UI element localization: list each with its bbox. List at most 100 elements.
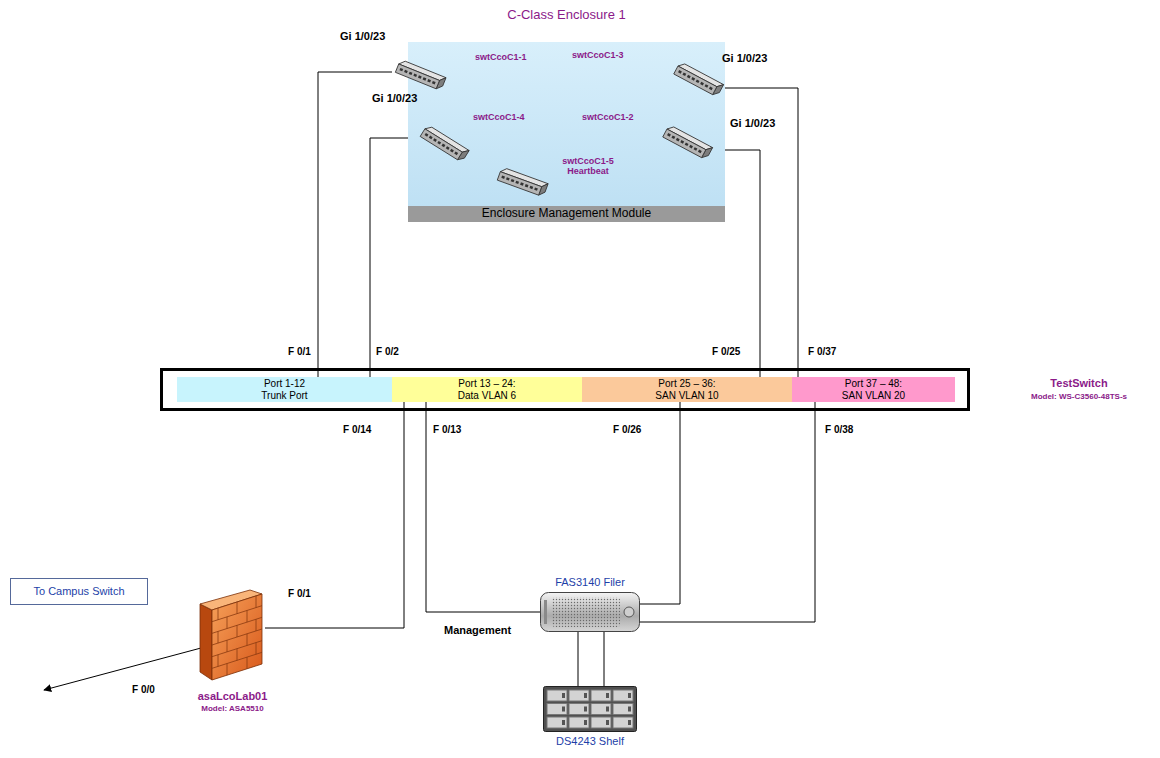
switch-name: swtCcoC1-2 — [582, 112, 634, 122]
port-group: Port 13 – 24: Data VLAN 6 — [392, 377, 582, 402]
switch-port — [423, 77, 427, 80]
link-label: Management — [444, 624, 511, 637]
switch-icon-shape — [672, 66, 720, 92]
switch-port — [694, 147, 698, 151]
switch-icon-shape — [392, 62, 444, 88]
disk-drive — [591, 690, 611, 701]
disk-drive — [613, 717, 633, 728]
drive-face — [613, 717, 633, 728]
switch-name: swtCcoC1-3 — [572, 50, 624, 60]
drive-face — [591, 704, 611, 715]
switch-port — [450, 149, 454, 153]
switch-name: swtCcoC1-5 Heartbeat — [556, 156, 620, 177]
switch-icon-shape — [497, 170, 543, 194]
switch-port — [682, 72, 686, 76]
switch-port — [442, 144, 446, 148]
disk-drive — [547, 717, 567, 728]
switch-front — [497, 172, 541, 196]
filer-badge — [624, 607, 634, 617]
port-label: Gi 1/0/23 — [730, 117, 775, 130]
brick-joint — [218, 655, 219, 667]
port-label: Gi 1/0/23 — [722, 52, 767, 65]
port-group-label: Port 13 – 24: Data VLAN 6 — [452, 378, 522, 401]
switch-port — [709, 87, 713, 91]
drive-face — [547, 690, 567, 701]
brick-joint — [227, 664, 228, 676]
switch-port — [413, 74, 417, 77]
port-group-label: Port 25 – 36: SAN VLAN 10 — [652, 378, 722, 401]
switch-port — [429, 136, 433, 140]
switch-port — [404, 70, 408, 73]
switch-port — [687, 75, 691, 79]
firewall-icon: asaLcoLab01Model: ASA5510 — [200, 590, 265, 682]
switch-icon: swtCcoC1-2 — [662, 128, 708, 156]
switch-icon: swtCcoC1-3 — [672, 66, 720, 92]
switch-port — [700, 82, 704, 86]
switch-port — [437, 141, 441, 145]
port-group-label: Port 37 – 48: SAN VLAN 20 — [839, 378, 909, 401]
switch-front — [674, 66, 717, 95]
disk-drive — [591, 704, 611, 715]
shelf-body — [544, 687, 637, 732]
firewall-icon-shape — [200, 590, 265, 682]
filer-body — [541, 593, 640, 632]
disk-drive — [613, 704, 633, 715]
switch-chassis: TestSwitchModel: WS-C3560-48TS-sPort 1-1… — [160, 368, 970, 411]
switch-front — [395, 64, 439, 89]
disk-drive — [569, 690, 589, 701]
switch-port — [425, 133, 429, 137]
switch-title: TestSwitch — [1019, 377, 1139, 390]
brick-joint — [256, 596, 257, 608]
brick-joint — [237, 649, 238, 661]
port-label: F 0/38 — [825, 424, 853, 436]
port-label: F 0/37 — [808, 346, 836, 358]
storage-filer: FAS3140 Filer — [540, 592, 640, 632]
firewall-face — [212, 594, 262, 680]
switch-icon: swtCcoC1-4 — [420, 128, 464, 158]
drive-latch — [562, 693, 565, 698]
drive-latch — [628, 707, 631, 712]
uplink-arrow — [44, 648, 201, 690]
switch-port — [698, 150, 702, 154]
module-label: Enclosure Management Module — [482, 207, 651, 221]
network-cable — [604, 632, 605, 686]
shelf-name: DS4243 Shelf — [556, 735, 624, 748]
port-label: F 0/26 — [613, 424, 641, 436]
switch-port — [399, 68, 403, 71]
switch-port — [671, 135, 675, 139]
switch-port — [427, 79, 431, 82]
blade-enclosure: C-Class Enclosure 1swtCcoC1-1swtCcoC1-3s… — [408, 42, 725, 222]
management-module-bar: Enclosure Management Module — [408, 206, 725, 222]
disk-drive — [569, 717, 589, 728]
switch-body — [395, 59, 446, 90]
switch-front — [663, 129, 706, 158]
switch-body — [674, 62, 724, 97]
enclosure-title: C-Class Enclosure 1 — [408, 8, 725, 23]
switch-icon-shape — [420, 128, 464, 158]
filer-name: FAS3140 Filer — [555, 576, 625, 589]
drive-latch — [628, 720, 631, 725]
drive-face — [569, 690, 589, 701]
port-group-label: Port 1-12 Trunk Port — [257, 378, 313, 401]
switch-port — [433, 138, 437, 142]
disk-drive — [591, 717, 611, 728]
switch-port — [511, 179, 515, 182]
switch-port — [418, 75, 422, 78]
drive-latch — [628, 693, 631, 698]
port-group: Port 37 – 48: SAN VLAN 20 — [792, 377, 955, 402]
switch-icon: swtCcoC1-5 Heartbeat — [497, 170, 543, 194]
port-group: Port 1-12 Trunk Port — [177, 377, 392, 402]
switch-port — [667, 133, 671, 137]
port-label: F 0/14 — [343, 424, 371, 436]
port-label: F 0/13 — [433, 424, 461, 436]
port-label: Gi 1/0/23 — [372, 92, 417, 105]
switch-port — [691, 77, 695, 81]
network-cable — [640, 402, 815, 622]
switch-port — [534, 187, 538, 190]
filer-handle — [544, 600, 547, 624]
drive-latch — [606, 693, 609, 698]
firewall-name: asaLcoLab01 — [198, 690, 268, 703]
drive-latch — [562, 707, 565, 712]
disk-drive — [547, 704, 567, 715]
